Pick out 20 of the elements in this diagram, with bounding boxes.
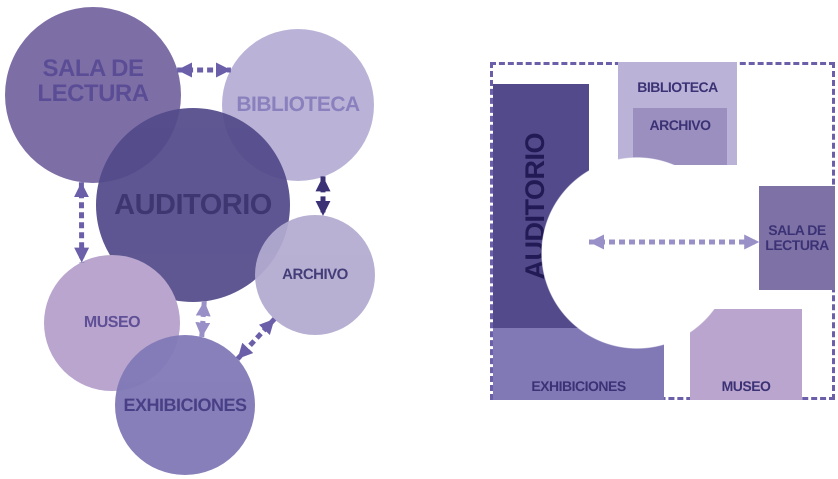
room-block (493, 328, 664, 400)
room-block (493, 84, 589, 328)
site-boundary (490, 62, 835, 400)
room-label: MUSEO (722, 379, 770, 394)
double-headed-arrow (74, 182, 90, 263)
double-headed-arrow (195, 300, 211, 338)
room-label: MUSEO (84, 314, 140, 332)
double-headed-arrow (316, 176, 330, 216)
double-headed-arrow (589, 234, 760, 250)
room-block (759, 186, 835, 290)
room-block (690, 309, 802, 400)
room-label: BIBLIOTECA (637, 80, 718, 95)
room-label: EXHIBICIONES (531, 379, 626, 394)
double-headed-arrow (177, 62, 231, 78)
room-block (618, 62, 737, 165)
room-label: ARCHIVO (282, 267, 348, 283)
room-label: EXHIBICIONES (123, 396, 247, 414)
room-label: SALA DE LECTURA (764, 223, 830, 253)
room-label: ARCHIVO (649, 118, 711, 133)
room-block (633, 108, 727, 165)
